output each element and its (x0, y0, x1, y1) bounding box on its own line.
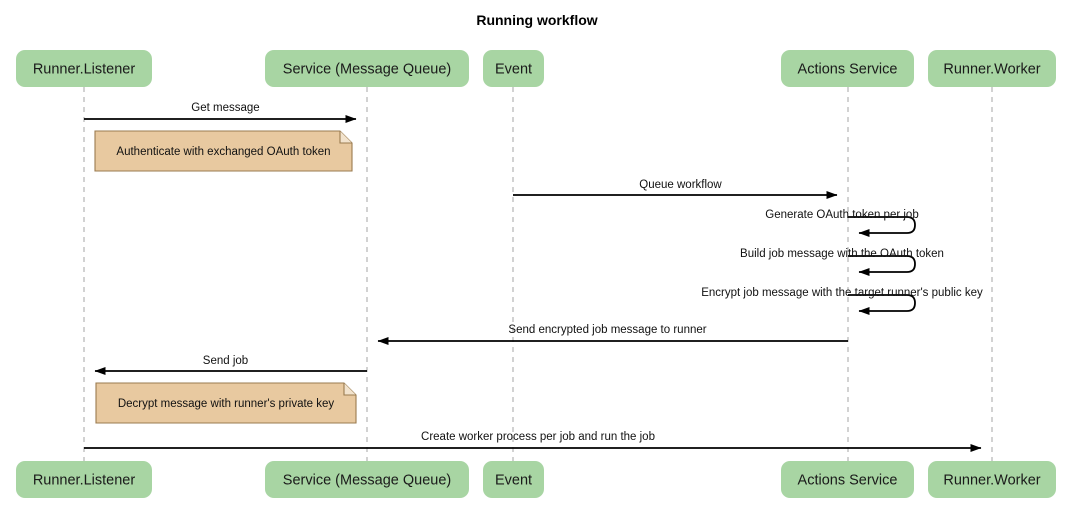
diagram-title-group: Running workflow (476, 12, 597, 28)
participant-label-runner-listener: Runner.Listener (33, 472, 136, 488)
participant-box-runner-listener[interactable] (16, 461, 152, 498)
lifelines-group (83, 87, 993, 461)
participant-box-actions-service[interactable] (781, 461, 914, 498)
message-label-get-message: Get message (191, 102, 259, 114)
participant-runner-worker-bottom[interactable]: Runner.Worker (928, 461, 1056, 498)
participant-label-event: Event (495, 472, 532, 488)
participant-label-service-message-queue: Service (Message Queue) (283, 61, 451, 77)
note-body-shape (94, 130, 353, 172)
message-create-worker-process-per-job-and-run-the-job[interactable]: Create worker process per job and run th… (84, 431, 982, 452)
page-title: Running workflow (476, 12, 597, 28)
participant-label-actions-service: Actions Service (798, 472, 898, 488)
participant-label-runner-listener: Runner.Listener (33, 61, 136, 77)
participant-box-event[interactable] (483, 461, 544, 498)
message-build-job-message-with-the-oauth-token[interactable]: Build job message with the OAuth token (740, 248, 944, 276)
message-label-encrypt-job-message-with-the-target-runners-public-key: Encrypt job message with the target runn… (701, 287, 983, 299)
message-label-send-job: Send job (203, 355, 248, 367)
participant-runner-listener-bottom[interactable]: Runner.Listener (16, 461, 152, 498)
participant-label-runner-worker: Runner.Worker (943, 472, 1040, 488)
notes-group: Authenticate with exchanged OAuth tokenD… (94, 130, 357, 424)
participant-box-runner-worker[interactable] (928, 461, 1056, 498)
participant-box-runner-worker[interactable] (928, 50, 1056, 87)
participant-box-service-message-queue[interactable] (265, 50, 469, 87)
message-self-loop-path (848, 216, 916, 237)
note-decrypt-message-with-runners-private-key[interactable]: Decrypt message with runner's private ke… (95, 382, 357, 424)
message-generate-oauth-token-per-job[interactable]: Generate OAuth token per job (765, 209, 919, 237)
note-fold-corner-icon (339, 131, 352, 144)
participant-label-service-message-queue: Service (Message Queue) (283, 472, 451, 488)
message-send-encrypted-job-message-to-runner[interactable]: Send encrypted job message to runner (377, 324, 848, 345)
participant-runner-listener-top[interactable]: Runner.Listener (16, 50, 152, 87)
participant-actions-service-bottom[interactable]: Actions Service (781, 461, 914, 498)
message-send-job[interactable]: Send job (94, 355, 367, 375)
participant-box-service-message-queue[interactable] (265, 461, 469, 498)
message-label-send-encrypted-job-message-to-runner: Send encrypted job message to runner (508, 324, 706, 336)
message-label-queue-workflow: Queue workflow (639, 179, 722, 191)
participant-service-message-queue-top[interactable]: Service (Message Queue) (265, 50, 469, 87)
participant-box-event[interactable] (483, 50, 544, 87)
participant-label-actions-service: Actions Service (798, 61, 898, 77)
participant-runner-worker-top[interactable]: Runner.Worker (928, 50, 1056, 87)
message-self-loop-path (848, 294, 916, 315)
participant-label-runner-worker: Runner.Worker (943, 61, 1040, 77)
participants-bottom-group: Runner.Listener Service (Message Queue) Ev… (16, 461, 1056, 498)
message-label-generate-oauth-token-per-job: Generate OAuth token per job (765, 209, 918, 221)
participants-top-group: Runner.Listener Service (Message Queue) Ev… (16, 50, 1056, 87)
note-label-decrypt-message-with-runners-private-key: Decrypt message with runner's private ke… (118, 398, 335, 410)
note-body-shape (95, 382, 357, 424)
message-label-create-worker-process-per-job-and-run-the-job: Create worker process per job and run th… (421, 431, 655, 443)
message-get-message[interactable]: Get message (84, 102, 357, 123)
participant-actions-service-top[interactable]: Actions Service (781, 50, 914, 87)
message-self-loop-path (848, 255, 916, 276)
message-queue-workflow[interactable]: Queue workflow (513, 179, 838, 199)
note-label-authenticate-with-exchanged-oauth-token: Authenticate with exchanged OAuth token (116, 146, 330, 158)
participant-event-top[interactable]: Event (483, 50, 544, 87)
participant-box-actions-service[interactable] (781, 50, 914, 87)
note-authenticate-with-exchanged-oauth-token[interactable]: Authenticate with exchanged OAuth token (94, 130, 353, 172)
note-fold-corner-icon (343, 383, 356, 396)
participant-box-runner-listener[interactable] (16, 50, 152, 87)
message-label-build-job-message-with-the-oauth-token: Build job message with the OAuth token (740, 248, 944, 260)
participant-label-event: Event (495, 61, 532, 77)
message-encrypt-job-message-with-the-target-runners-public-key[interactable]: Encrypt job message with the target runn… (701, 287, 983, 315)
participant-event-bottom[interactable]: Event (483, 461, 544, 498)
participant-service-message-queue-bottom[interactable]: Service (Message Queue) (265, 461, 469, 498)
